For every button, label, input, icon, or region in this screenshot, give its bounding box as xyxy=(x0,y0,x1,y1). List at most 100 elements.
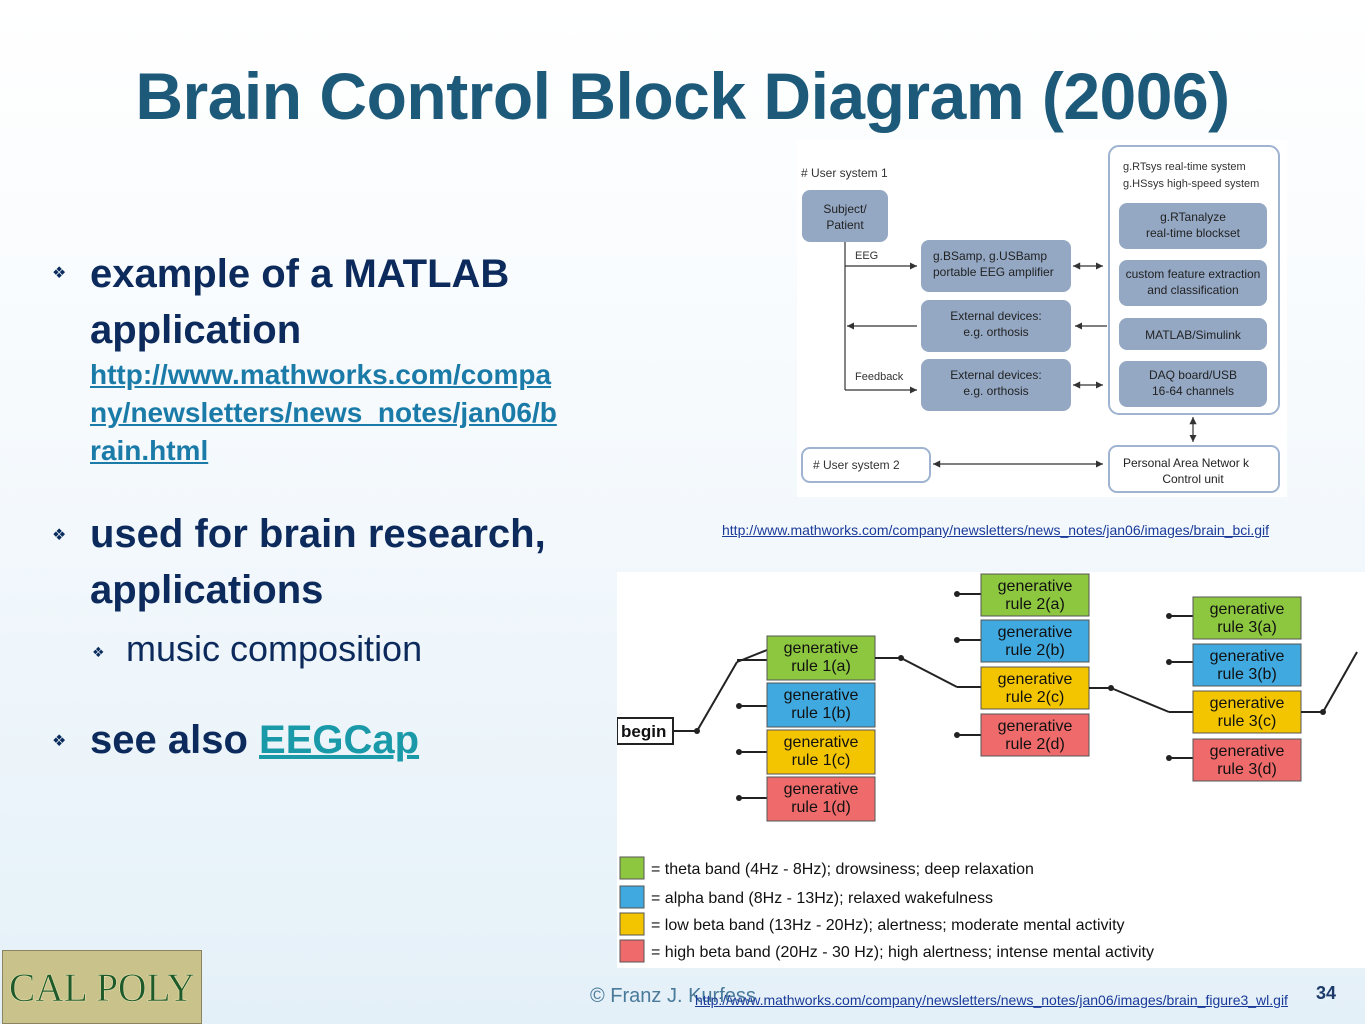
logo-text: CAL POLY xyxy=(9,965,195,1010)
rule-column-2: generative rule 2(a) generative rule 2(b… xyxy=(954,573,1090,757)
daq-box xyxy=(1119,361,1267,407)
subject-box xyxy=(802,190,888,242)
rule-3d-line2: rule 3(d) xyxy=(1217,761,1277,778)
gtec-system-container xyxy=(1108,145,1280,415)
rule-1d-box xyxy=(766,776,876,822)
legend-swatch-low-beta xyxy=(619,912,645,936)
slide-title: Brain Control Block Diagram (2006) xyxy=(135,59,1230,133)
rule-column-3: generative rule 3(a) generative rule 3(b… xyxy=(1166,596,1302,782)
user-system-2-label: # User system 2 xyxy=(813,458,900,472)
rule-3a-line1: generative xyxy=(1210,601,1285,618)
rule-3c-line2: rule 3(c) xyxy=(1218,713,1277,730)
rule-2a-line1: generative xyxy=(998,578,1073,595)
rule-1d-line1: generative xyxy=(784,781,859,798)
bullet-text-line2: applications xyxy=(90,568,324,612)
rule-3a-line2: rule 3(a) xyxy=(1217,619,1277,636)
amp-box xyxy=(921,240,1071,292)
bullet-brain-research: ❖ used for brain research, applications xyxy=(52,506,652,618)
music-composition-diagram: begin generative rule 1(a) generative ru… xyxy=(616,572,1365,968)
rtsys-label: g.RTsys real-time system xyxy=(1123,161,1246,173)
rule-1c-line2: rule 1(c) xyxy=(792,752,851,769)
custom-line1: custom feature extraction xyxy=(1126,267,1261,281)
rule-1a-line1: generative xyxy=(784,640,859,657)
pan-line1: Personal Area Networ k xyxy=(1123,456,1250,470)
cal-poly-logo: CAL POLY xyxy=(2,950,202,1024)
rule-1c-line1: generative xyxy=(784,734,859,751)
pan-line2: Control unit xyxy=(1162,472,1224,486)
sub-bullet-text: music composition xyxy=(126,628,423,669)
rule-1b-line2: rule 1(b) xyxy=(791,705,851,722)
bullet-matlab: ❖ example of a MATLAB application http:/… xyxy=(52,246,652,470)
rule-2d-line1: generative xyxy=(998,718,1073,735)
rule-1d-line2: rule 1(d) xyxy=(791,799,851,816)
ext1-line1: External devices: xyxy=(950,309,1041,323)
rule-3d-line1: generative xyxy=(1210,743,1285,760)
legend-low-beta: = low beta band (13Hz - 20Hz); alertness… xyxy=(651,917,1125,934)
feedback-label: Feedback xyxy=(855,371,904,383)
diamond-bullet-icon: ❖ xyxy=(52,263,67,282)
rule-1b-line1: generative xyxy=(784,687,859,704)
rule-3b-line2: rule 3(b) xyxy=(1217,666,1277,683)
matlab-article-link-line3[interactable]: rain.html xyxy=(90,435,209,466)
rtanalyze-box xyxy=(1119,203,1267,249)
sub-bullet-music: ❖ music composition xyxy=(92,628,422,670)
rule-1a-box xyxy=(766,635,876,681)
user-system-2-box xyxy=(801,447,931,483)
rule-3c-box xyxy=(1192,690,1302,734)
bci-image-source-link[interactable]: http://www.mathworks.com/company/newslet… xyxy=(722,522,1270,538)
daq-line1: DAQ board/USB xyxy=(1149,368,1237,382)
external-devices-1-box xyxy=(921,300,1071,352)
begin-label: begin xyxy=(621,722,666,741)
bullet-text-line1: used for brain research, xyxy=(90,512,546,556)
rule-3b-line1: generative xyxy=(1210,648,1285,665)
rule-3d-box xyxy=(1192,738,1302,782)
ext2-line1: External devices: xyxy=(950,368,1041,382)
matlab-article-link-line2[interactable]: ny/newsletters/news_notes/jan06/b xyxy=(90,397,557,428)
page-number: 34 xyxy=(1316,983,1337,1003)
legend-swatch-theta xyxy=(619,856,645,880)
amp-line1: g.BSamp, g.USBamp xyxy=(933,249,1047,263)
rule-2b-box xyxy=(980,619,1090,663)
music-image-source-link[interactable]: http://www.mathworks.com/company/newslet… xyxy=(695,992,1288,1008)
band-legend: = theta band (4Hz - 8Hz); drowsiness; de… xyxy=(619,856,1154,963)
external-devices-2-box xyxy=(921,359,1071,411)
subject-line2: Patient xyxy=(826,218,864,232)
rtanalyze-line2: real-time blockset xyxy=(1146,226,1241,240)
diamond-bullet-icon: ❖ xyxy=(92,645,105,661)
rule-2c-box xyxy=(980,666,1090,710)
custom-line2: and classification xyxy=(1147,283,1238,297)
matlab-simulink-label: MATLAB/Simulink xyxy=(1145,328,1242,342)
rule-3b-box xyxy=(1192,643,1302,687)
rule-3a-box xyxy=(1192,596,1302,640)
eegcap-link[interactable]: EEGCap xyxy=(259,718,420,762)
ext1-line2: e.g. orthosis xyxy=(963,325,1028,339)
bci-block-diagram: # User system 1 Subject/ Patient EEG Fee… xyxy=(797,140,1287,497)
custom-feature-box xyxy=(1119,260,1267,306)
rule-1b-box xyxy=(766,682,876,728)
user-system-1-label: # User system 1 xyxy=(801,166,888,180)
diamond-bullet-icon: ❖ xyxy=(52,731,67,750)
diamond-bullet-icon: ❖ xyxy=(52,525,67,544)
rule-2d-box xyxy=(980,713,1090,757)
rule-2d-line2: rule 2(d) xyxy=(1005,736,1065,753)
rtanalyze-line1: g.RTanalyze xyxy=(1160,210,1226,224)
subject-line1: Subject/ xyxy=(823,202,867,216)
rule-column-1: generative rule 1(a) generative rule 1(b… xyxy=(736,635,876,822)
bullet-see-also: ❖ see also EEGCap xyxy=(52,712,652,768)
rule-1a-line2: rule 1(a) xyxy=(791,658,851,675)
legend-swatch-alpha xyxy=(619,885,645,909)
rule-2c-line2: rule 2(c) xyxy=(1006,689,1065,706)
rule-2a-box xyxy=(980,573,1090,617)
ext2-line2: e.g. orthosis xyxy=(963,384,1028,398)
hssys-label: g.HSsys high-speed system xyxy=(1123,178,1259,190)
rule-2a-line2: rule 2(a) xyxy=(1005,596,1065,613)
matlab-article-link[interactable]: http://www.mathworks.com/compa xyxy=(90,359,552,390)
legend-swatch-high-beta xyxy=(619,939,645,963)
rule-1c-box xyxy=(766,729,876,775)
rule-2b-line1: generative xyxy=(998,624,1073,641)
see-also-text: see also xyxy=(90,718,260,762)
rule-3c-line1: generative xyxy=(1210,695,1285,712)
amp-line2: portable EEG amplifier xyxy=(933,265,1054,279)
bullet-text: example of a MATLAB application xyxy=(90,252,510,352)
legend-high-beta: = high beta band (20Hz - 30 Hz); high al… xyxy=(651,944,1154,961)
